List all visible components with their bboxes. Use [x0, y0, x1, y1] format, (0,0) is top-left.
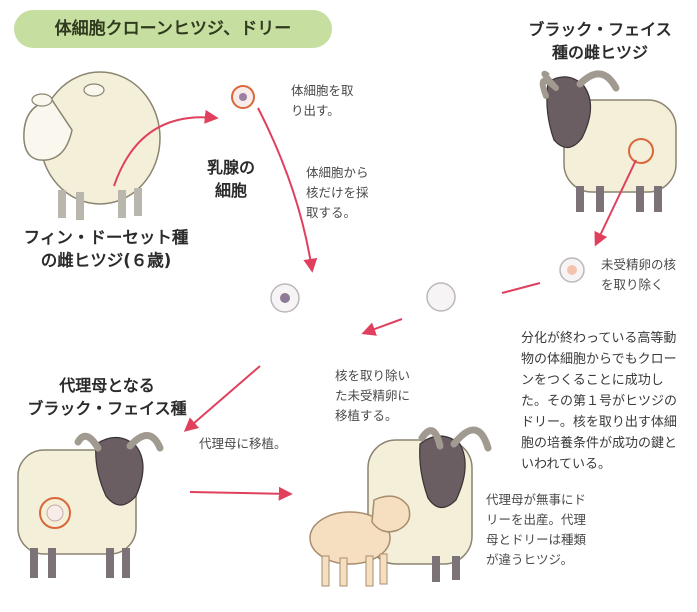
label-black-face-ewe: ブラック・フェイス 種の雌ヒツジ — [528, 20, 672, 62]
note-extract-nucleus: 体細胞から 核だけを採 取する。 — [306, 165, 369, 220]
note-birth: 代理母が無事にド リーを出産。代理 母とドリーは種類 が違うヒツジ。 — [486, 492, 587, 567]
label-mammary-cell: 乳腺の 細胞 — [206, 158, 255, 200]
enucleated-egg — [426, 282, 456, 312]
arrow-sheep-to-cell — [113, 109, 219, 187]
note-remove-egg-nucleus: 未受精卵の核 を取り除く — [601, 257, 677, 292]
unfertilized-egg — [559, 257, 585, 283]
black-face-ewe-illustration — [539, 70, 677, 212]
note-transplant-egg: 核を取り除い た未受精卵に 移植する。 — [335, 368, 411, 423]
note-extract-cell: 体細胞を取 り出す。 — [291, 83, 354, 118]
note-implant-surrogate: 代理母に移植。 — [199, 436, 287, 451]
surrogate-mother-illustration — [17, 432, 164, 578]
arrow-surrogate-to-birth — [189, 486, 293, 501]
arrow-egg-to-enucleated — [501, 282, 541, 294]
arrow-ewe-to-egg — [594, 159, 637, 247]
process-arrows — [113, 107, 637, 501]
label-finn-dorset: フィン・ドーセット種 の雌ヒツジ(６歳) — [23, 228, 189, 270]
mother-with-dolly-illustration — [309, 426, 492, 587]
page-title: 体細胞クローンヒツジ、ドリー — [14, 10, 332, 48]
arrow-enucleated-to-nucleus — [361, 318, 403, 336]
nucleus-cell — [270, 283, 300, 313]
extracted-body-cell — [231, 85, 255, 109]
summary-note: 分化が終わっている高等動 物の体細胞からでもクロー ンをつくることに成功し た。… — [521, 331, 678, 472]
arrow-cell-to-nucleus — [257, 107, 318, 273]
label-surrogate-mother: 代理母となる ブラック・フェイス種 — [27, 376, 187, 418]
arrow-to-surrogate — [183, 365, 261, 432]
finn-dorset-sheep-illustration — [23, 71, 161, 220]
